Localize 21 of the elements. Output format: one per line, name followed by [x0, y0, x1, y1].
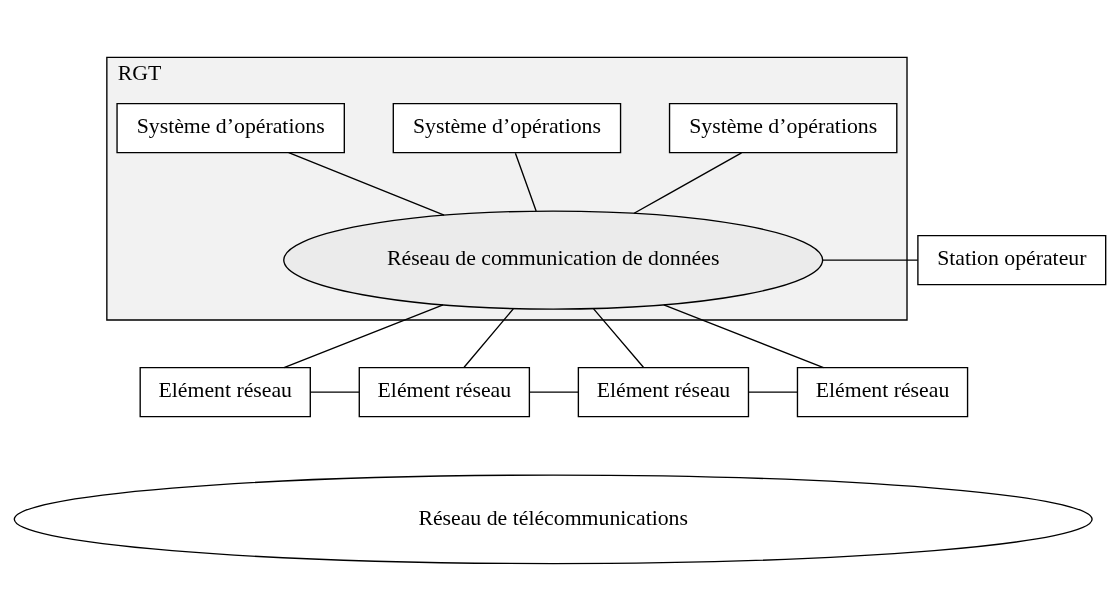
connector [283, 303, 444, 368]
connector [822, 258, 919, 261]
connector [747, 390, 798, 393]
connector [528, 390, 579, 393]
node-ellipse: Réseau de communication de données [283, 209, 824, 310]
node-box: Elément réseau [577, 366, 750, 417]
connector [663, 303, 825, 368]
node-box: Elément réseau [796, 366, 969, 417]
connector [592, 307, 645, 368]
node-box: Système d’opérations [668, 102, 898, 153]
connector [633, 151, 743, 214]
connector [309, 390, 360, 393]
node-box: Station opérateur [917, 234, 1107, 285]
connector [463, 307, 514, 368]
connector [514, 152, 537, 212]
node-box: Système d’opérations [116, 102, 345, 153]
node-ellipse: Réseau de télécommunications [13, 473, 1093, 564]
node-box: Système d’opérations [392, 102, 622, 153]
connector [288, 151, 445, 216]
node-box: Elément réseau [139, 366, 311, 417]
node-box: Elément réseau [358, 366, 531, 417]
